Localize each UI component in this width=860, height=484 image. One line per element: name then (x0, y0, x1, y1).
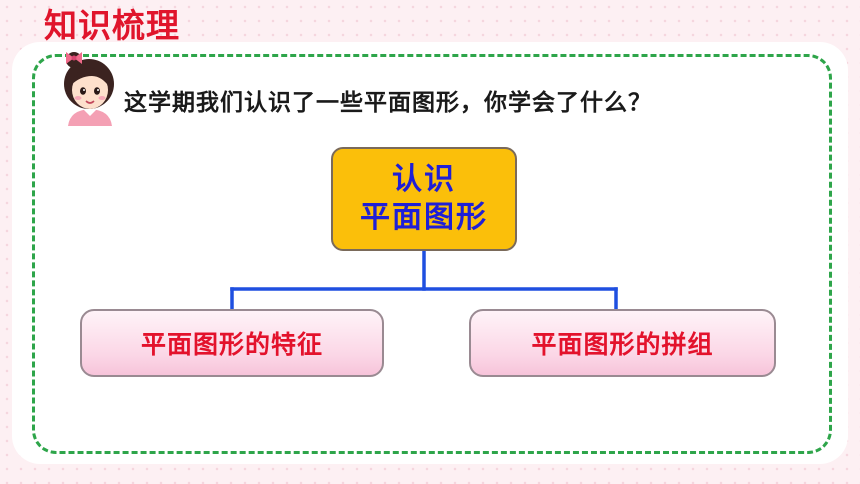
root-node-line2: 平面图形 (360, 200, 488, 235)
child-node-features: 平面图形的特征 (80, 309, 384, 377)
content-panel (12, 42, 848, 464)
intro-prompt: 这学期我们认识了一些平面图形，你学会了什么？ (124, 90, 652, 116)
dashed-frame (32, 54, 832, 454)
child-node-combination: 平面图形的拼组 (469, 309, 776, 377)
section-title: 知识梳理 (44, 6, 180, 45)
girl-avatar-icon (64, 52, 114, 126)
child-node-label: 平面图形的拼组 (531, 330, 714, 359)
root-node: 认识 平面图形 (331, 147, 517, 251)
child-node-label: 平面图形的特征 (140, 330, 323, 359)
root-node-line1: 认识 (392, 162, 456, 197)
